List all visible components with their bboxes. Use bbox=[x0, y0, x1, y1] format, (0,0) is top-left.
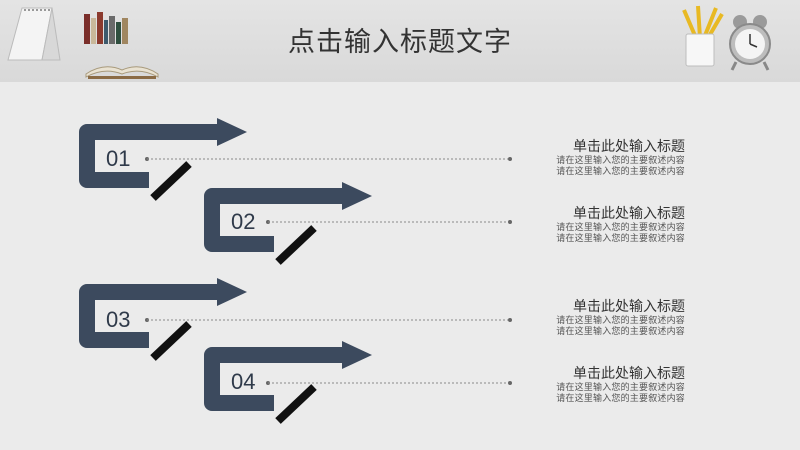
step-desc-line[interactable]: 请在这里输入您的主要叙述内容 bbox=[556, 234, 685, 244]
step-title[interactable]: 单击此处输入标题 bbox=[573, 366, 685, 382]
step-desc-line[interactable]: 请在这里输入您的主要叙述内容 bbox=[556, 394, 685, 404]
step-desc-line[interactable]: 请在这里输入您的主要叙述内容 bbox=[556, 383, 685, 393]
page-title[interactable]: 点击输入标题文字 bbox=[288, 27, 512, 58]
alarm-clock-icon bbox=[729, 15, 771, 71]
step-arrow-01 bbox=[79, 118, 247, 201]
step-number-04: 04 bbox=[231, 369, 256, 394]
step-number-02: 02 bbox=[231, 209, 256, 234]
step-arrow-03 bbox=[79, 278, 247, 361]
pencil-cup-icon bbox=[682, 5, 724, 67]
open-book-icon bbox=[85, 66, 159, 79]
step-arrow-02 bbox=[204, 182, 372, 265]
step-title[interactable]: 单击此处输入标题 bbox=[573, 206, 685, 222]
step-arrow-04 bbox=[204, 341, 372, 424]
step-text-04[interactable]: 单击此处输入标题 请在这里输入您的主要叙述内容 请在这里输入您的主要叙述内容 bbox=[520, 365, 685, 405]
step-desc-line[interactable]: 请在这里输入您的主要叙述内容 bbox=[556, 167, 685, 177]
step-number-03: 03 bbox=[106, 307, 131, 332]
step-title[interactable]: 单击此处输入标题 bbox=[573, 299, 685, 315]
step-number-01: 01 bbox=[106, 146, 131, 171]
step-title[interactable]: 单击此处输入标题 bbox=[573, 139, 685, 155]
connector-03 bbox=[145, 318, 512, 322]
header-decorations bbox=[7, 5, 771, 79]
connector-01 bbox=[145, 157, 512, 161]
step-text-02[interactable]: 单击此处输入标题 请在这里输入您的主要叙述内容 请在这里输入您的主要叙述内容 bbox=[520, 205, 685, 245]
step-text-03[interactable]: 单击此处输入标题 请在这里输入您的主要叙述内容 请在这里输入您的主要叙述内容 bbox=[520, 298, 685, 338]
step-desc-line[interactable]: 请在这里输入您的主要叙述内容 bbox=[556, 316, 685, 326]
step-desc-line[interactable]: 请在这里输入您的主要叙述内容 bbox=[556, 327, 685, 337]
step-desc-line[interactable]: 请在这里输入您的主要叙述内容 bbox=[556, 156, 685, 166]
connector-02 bbox=[266, 220, 512, 224]
bookshelf-icon bbox=[84, 12, 128, 44]
desk-calendar-icon bbox=[7, 7, 61, 61]
step-text-01[interactable]: 单击此处输入标题 请在这里输入您的主要叙述内容 请在这里输入您的主要叙述内容 bbox=[520, 138, 685, 178]
connector-04 bbox=[266, 381, 512, 385]
step-desc-line[interactable]: 请在这里输入您的主要叙述内容 bbox=[556, 223, 685, 233]
